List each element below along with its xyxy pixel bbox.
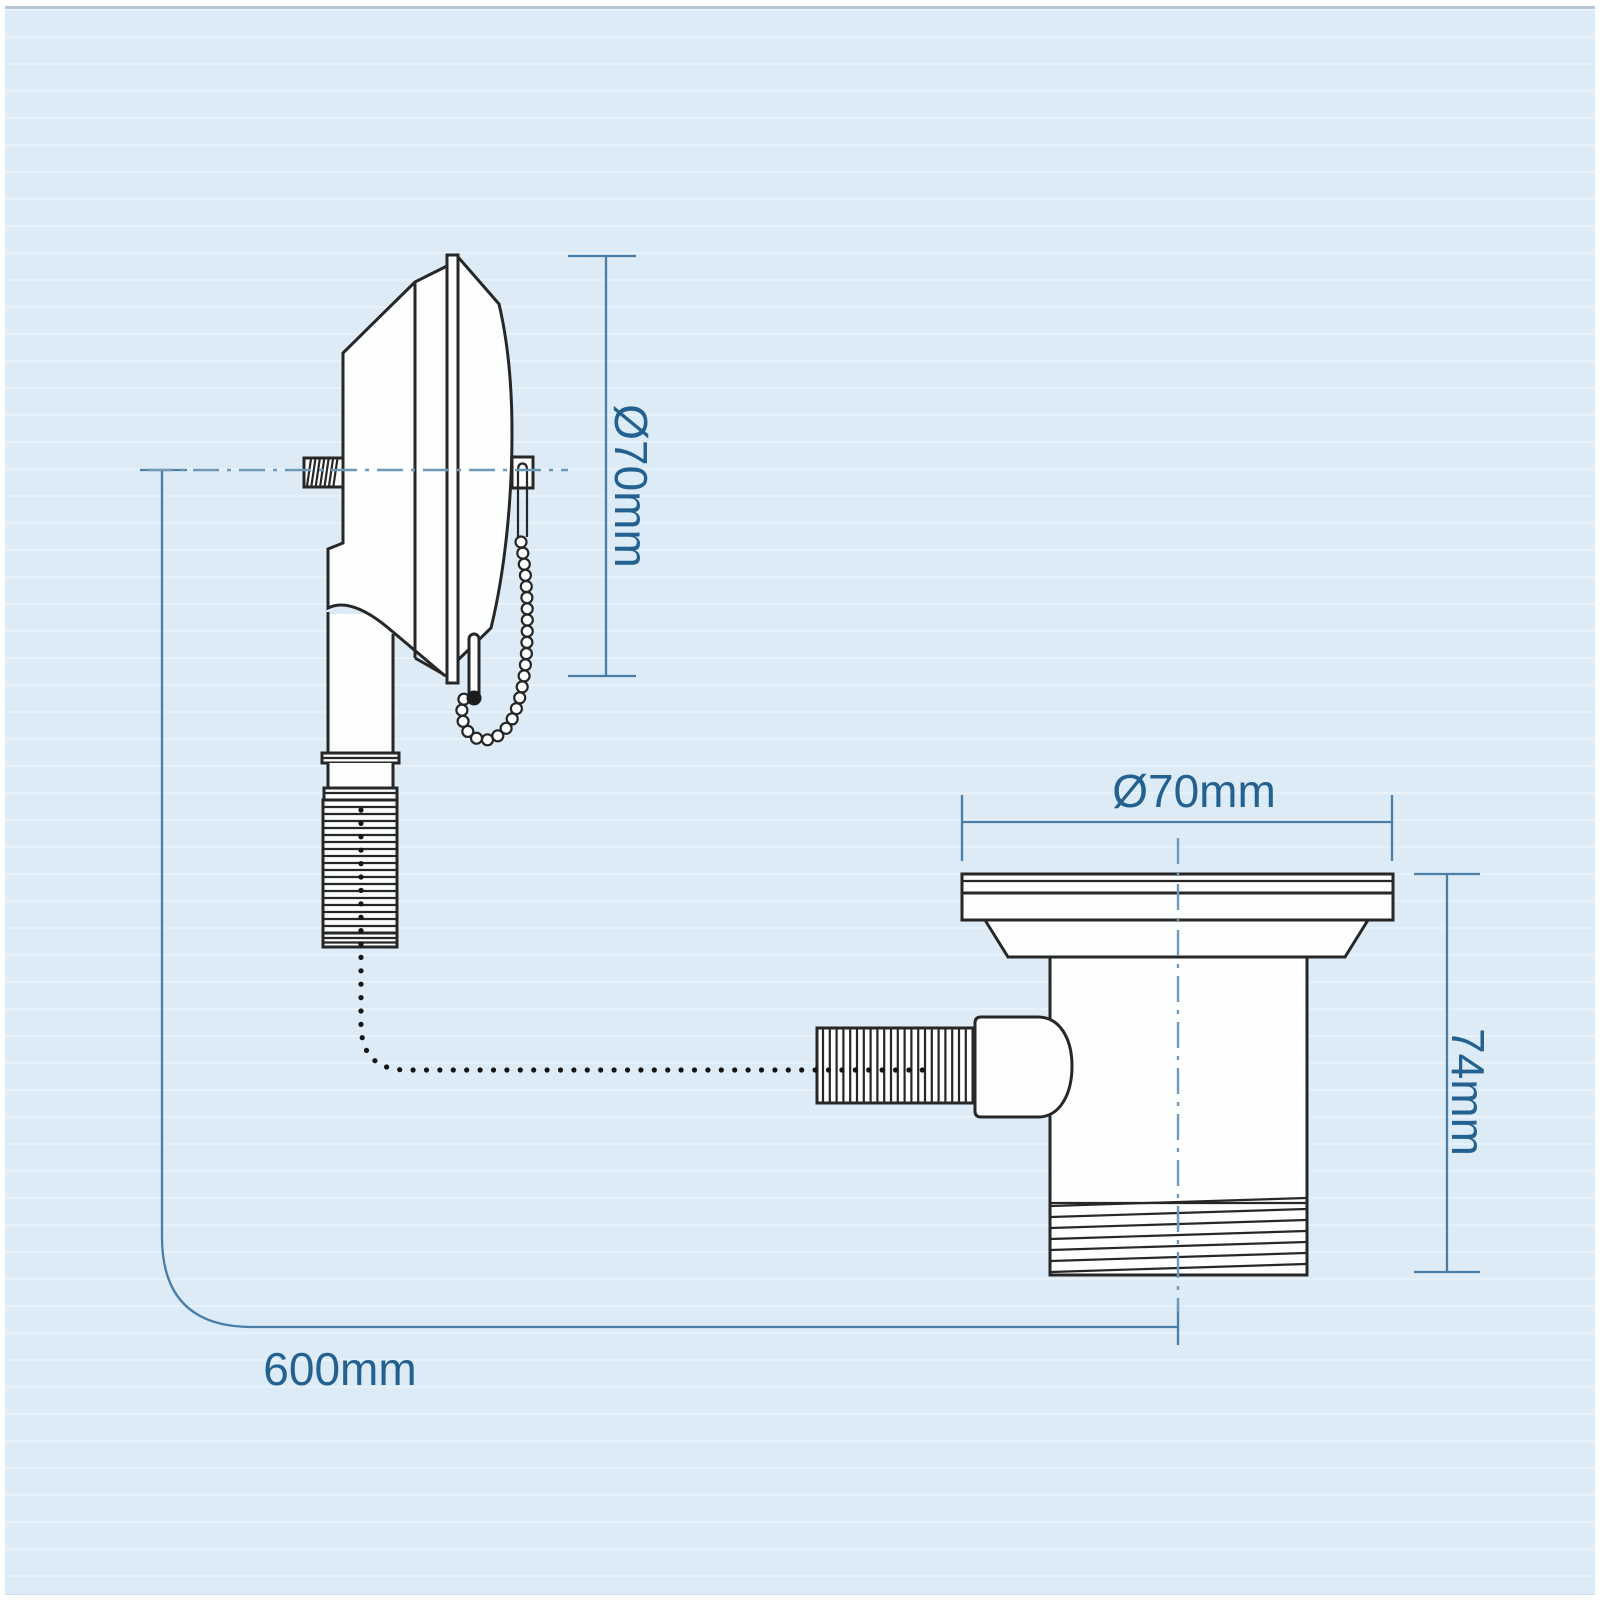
dimension-label-distance: 600mm [263, 1343, 417, 1395]
dimension-label-waste-diameter: Ø70mm [1112, 765, 1276, 817]
chain-loop [516, 462, 529, 537]
chain-bracket [510, 455, 535, 490]
dimension-overflow-diameter-lines [568, 254, 636, 678]
waste-assembly [815, 872, 1395, 1277]
overflow-dome-cover [456, 252, 514, 664]
dimension-label-waste-height: 74mm [1442, 1028, 1494, 1156]
plug-pin [467, 632, 481, 702]
overflow-assembly [302, 252, 535, 949]
dimension-waste-height-lines [1414, 872, 1480, 1274]
dimension-waste-diameter-lines [960, 795, 1394, 861]
flange-taper [982, 918, 1371, 959]
ball-chain [455, 535, 534, 747]
hose-routing-dotted-line [358, 807, 925, 1073]
hose-spigot-cap [973, 1015, 1074, 1119]
plug-ball [466, 690, 482, 706]
drawing-background [5, 6, 1595, 1595]
dimension-label-overflow-diameter: Ø70mm [605, 404, 657, 568]
overflow-outlet-pipe [328, 614, 393, 754]
